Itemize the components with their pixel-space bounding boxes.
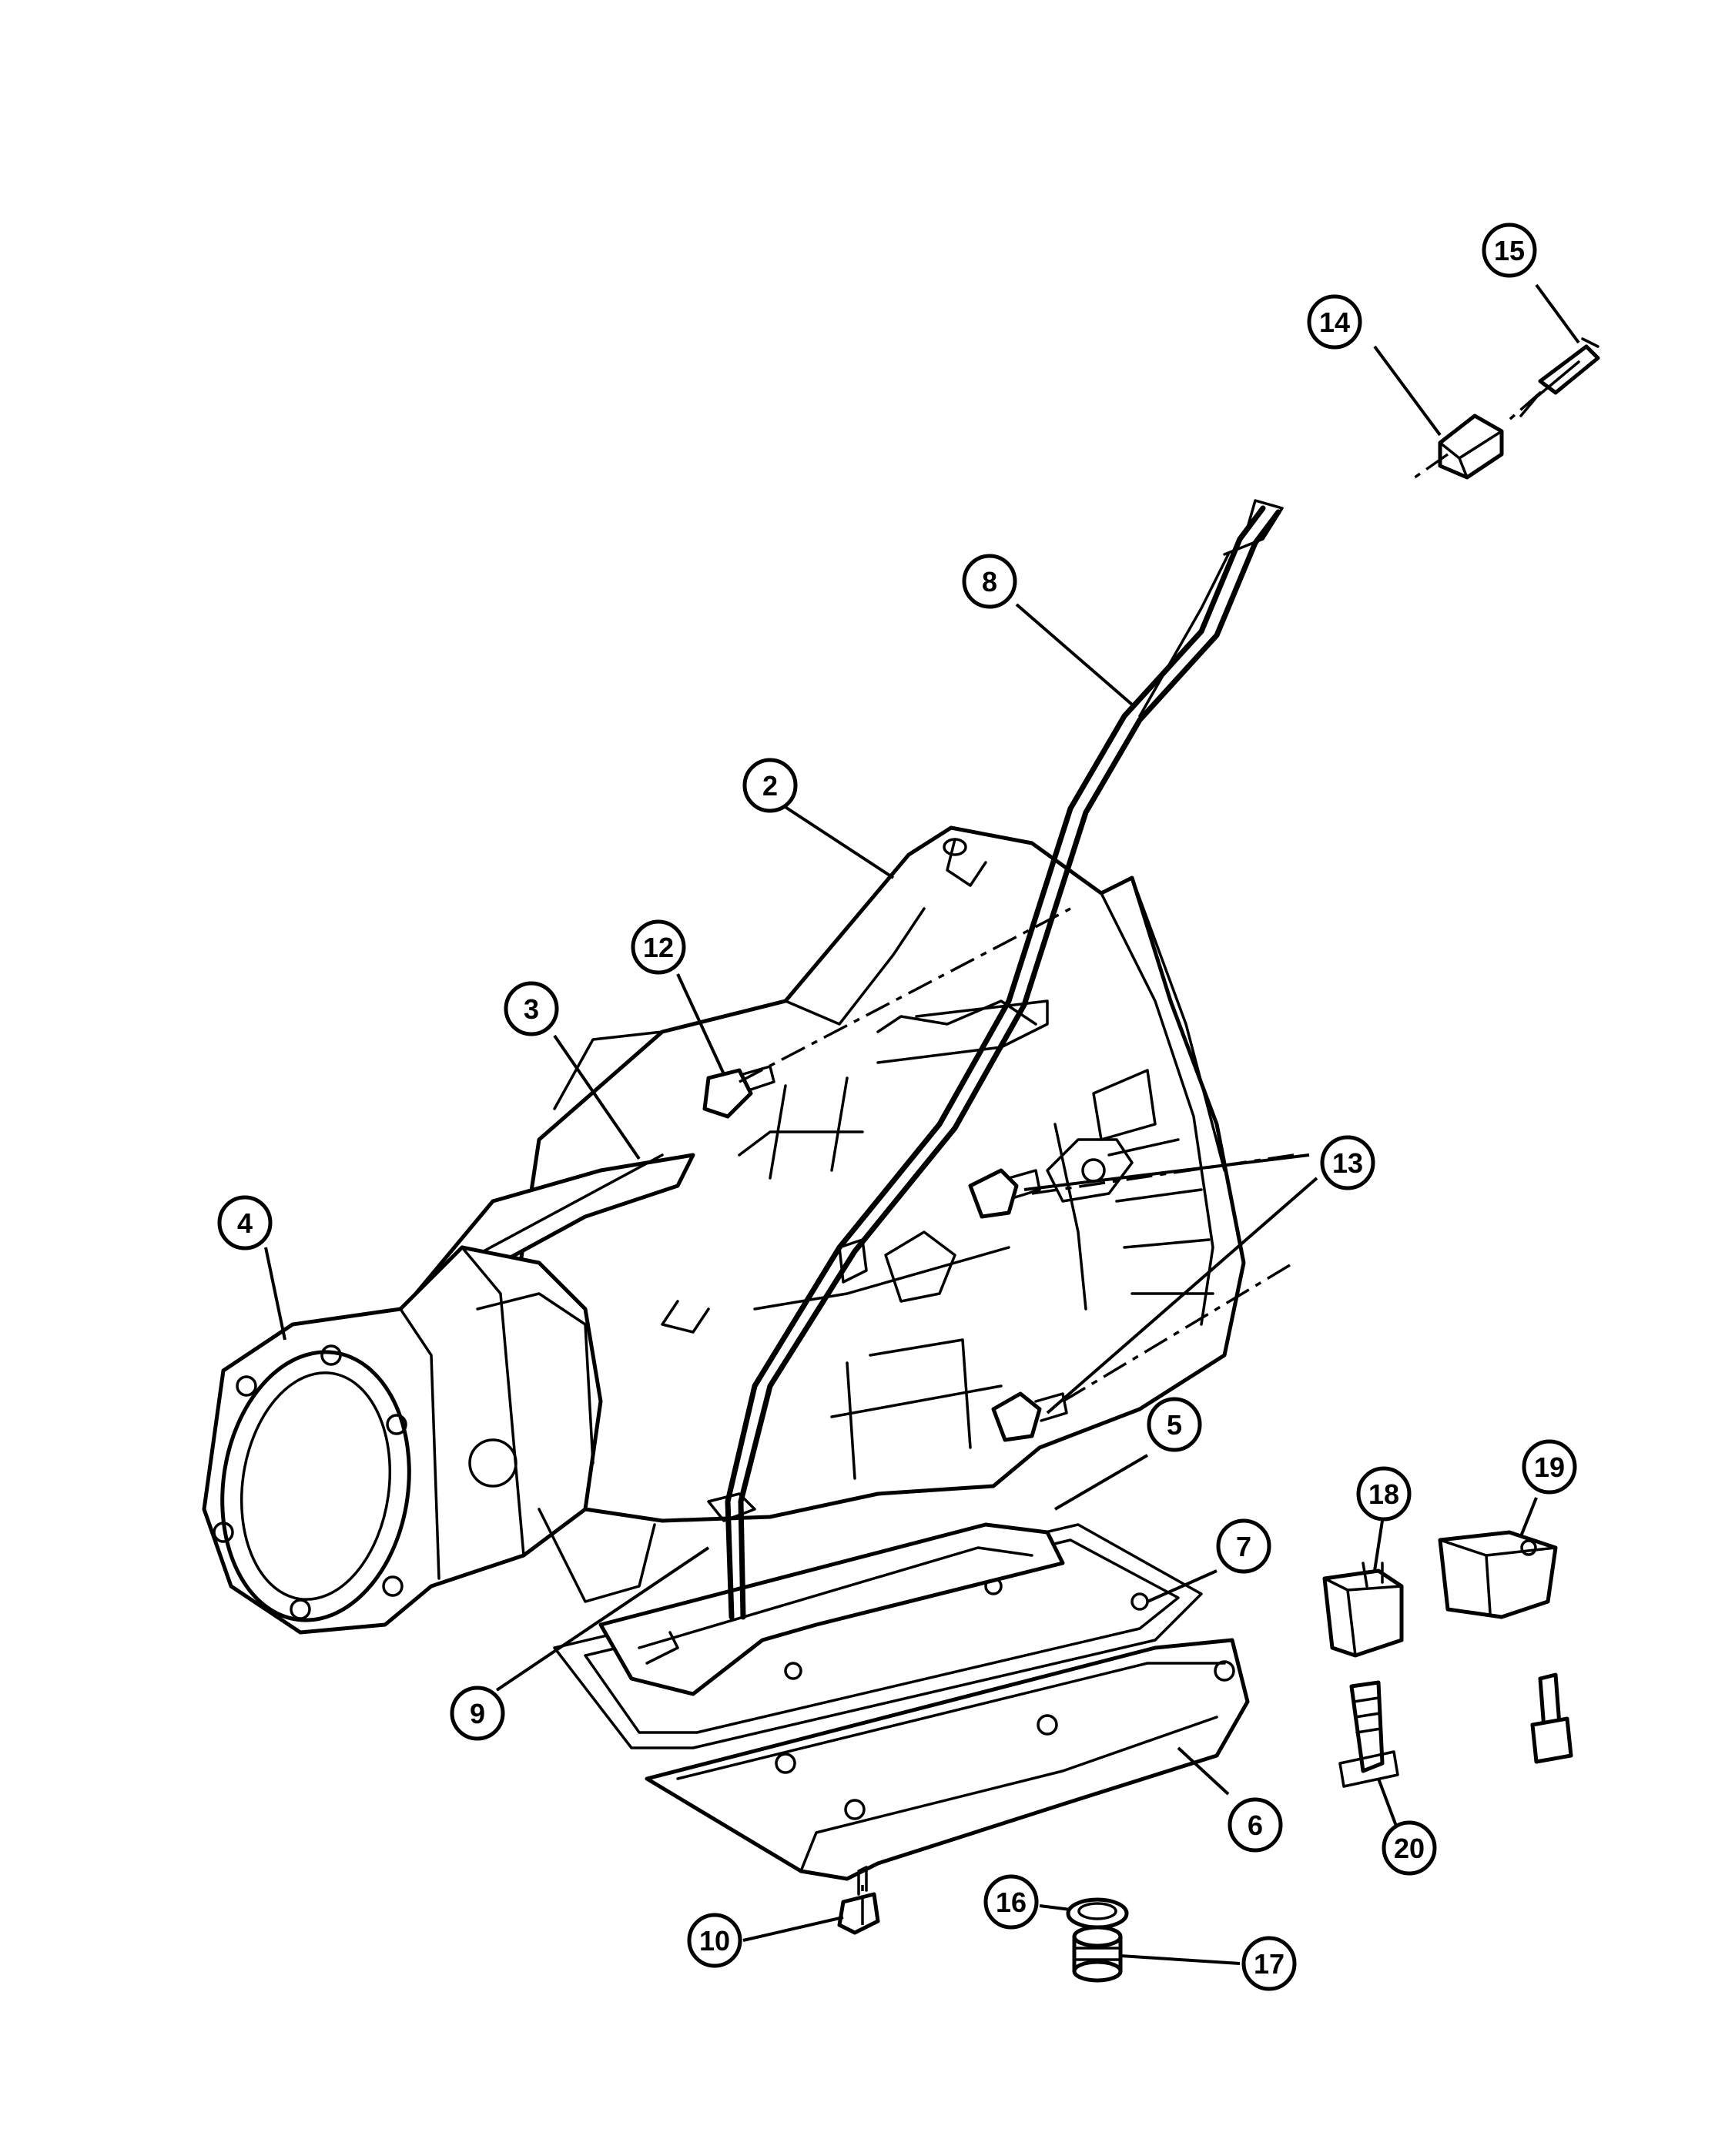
callout-label: 3 [524, 993, 539, 1025]
callout-14: 14 [1307, 294, 1362, 350]
callout-16: 16 [983, 1874, 1039, 1930]
callout-label: 5 [1167, 1409, 1182, 1441]
dipstick-seal [1438, 413, 1504, 480]
callout-13: 13 [1320, 1135, 1375, 1190]
callout-7: 7 [1216, 1518, 1271, 1574]
callout-label: 17 [1254, 1948, 1285, 1980]
callout-label: 13 [1332, 1147, 1363, 1179]
callout-6: 6 [1228, 1797, 1283, 1853]
callout-label: 2 [762, 770, 778, 802]
mount-stud [1338, 1680, 1399, 1788]
callout-label: 6 [1248, 1810, 1263, 1841]
transmission-case [491, 825, 1246, 1523]
callout-label: 16 [996, 1886, 1027, 1918]
insulator-bracket [1438, 1530, 1558, 1619]
callout-label: 9 [470, 1698, 485, 1729]
dipstick [1519, 337, 1600, 417]
oil-pan-gasket [553, 1523, 1203, 1749]
mount-bolt [1530, 1672, 1573, 1764]
callout-label: 18 [1368, 1478, 1399, 1510]
bolt-upper [968, 1168, 1041, 1219]
callout-2: 2 [742, 758, 798, 813]
insulator-bushing [1322, 1562, 1404, 1658]
pan-bolt [837, 1866, 880, 1935]
callout-label: 4 [237, 1207, 253, 1239]
bolt-lower [991, 1391, 1068, 1442]
callout-3: 3 [504, 981, 559, 1036]
adapter-housing [202, 1245, 656, 1635]
callout-12: 12 [631, 919, 686, 975]
callout-9: 9 [450, 1686, 505, 1741]
callout-label: 19 [1534, 1451, 1565, 1483]
callout-label: 14 [1319, 306, 1350, 338]
callout-4: 4 [217, 1195, 273, 1250]
dipstick-tube [707, 499, 1284, 1620]
drain-plug [1072, 1925, 1123, 1983]
callout-label: 7 [1236, 1531, 1251, 1562]
callout-15: 15 [1482, 223, 1537, 278]
callout-label: 10 [699, 1925, 730, 1957]
callout-label: 20 [1394, 1833, 1425, 1864]
callout-label: 15 [1494, 235, 1525, 266]
callout-label: 8 [982, 566, 997, 598]
oil-filter [598, 1522, 1065, 1696]
leader-lines [264, 283, 1580, 1965]
callout-5: 5 [1147, 1397, 1202, 1452]
drain-plug-gasket [1066, 1897, 1129, 1930]
callout-10: 10 [687, 1913, 742, 1968]
callout-8: 8 [962, 554, 1017, 609]
cooler-line-fitting [702, 1065, 775, 1119]
callout-19: 19 [1522, 1439, 1577, 1495]
oil-pan [645, 1638, 1250, 1881]
callout-18: 18 [1356, 1466, 1412, 1522]
callout-label: 12 [643, 932, 674, 963]
callout-20: 20 [1382, 1820, 1437, 1876]
callout-17: 17 [1241, 1936, 1297, 1991]
